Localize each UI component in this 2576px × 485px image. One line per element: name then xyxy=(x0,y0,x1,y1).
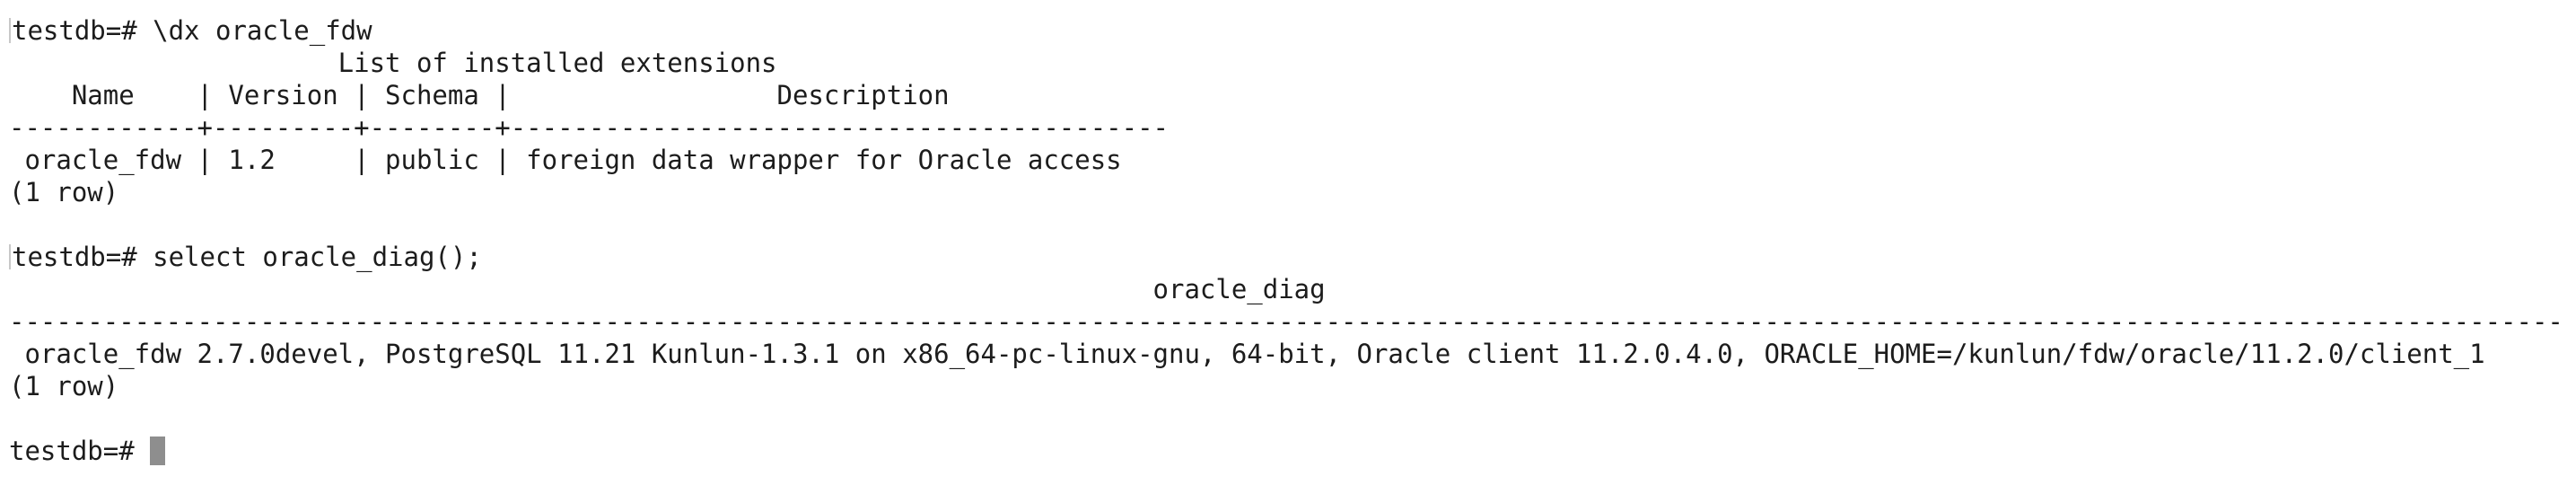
prompt: testdb=# xyxy=(12,242,153,272)
table-row: oracle_fdw | 1.2 | public | foreign data… xyxy=(9,145,1122,175)
active-prompt-line[interactable]: testdb=# xyxy=(9,435,2576,467)
prompt-marker xyxy=(9,244,11,269)
prompt: testdb=# xyxy=(9,436,151,466)
diag-header: oracle_diag xyxy=(9,274,1326,304)
blank-line xyxy=(9,208,2576,241)
diag-separator: ----------------------------------------… xyxy=(9,306,2563,337)
command-text: \dx oracle_fdw xyxy=(153,15,372,46)
command-line-dx: testdb=# \dx oracle_fdw xyxy=(9,14,2576,47)
row-count: (1 row) xyxy=(9,371,119,401)
row-count: (1 row) xyxy=(9,177,119,207)
table-title: List of installed extensions xyxy=(9,48,777,78)
diag-row: oracle_fdw 2.7.0devel, PostgreSQL 11.21 … xyxy=(9,339,2485,369)
prompt: testdb=# xyxy=(12,15,153,46)
table-separator: ------------+---------+--------+--------… xyxy=(9,112,1170,143)
prompt-marker xyxy=(9,18,11,43)
table-header: Name | Version | Schema | Description xyxy=(9,80,950,110)
blank-line xyxy=(9,402,2576,435)
command-text: select oracle_diag(); xyxy=(153,242,482,272)
cursor-block-icon[interactable] xyxy=(150,436,166,465)
command-line-diag: testdb=# select oracle_diag(); xyxy=(9,241,2576,273)
